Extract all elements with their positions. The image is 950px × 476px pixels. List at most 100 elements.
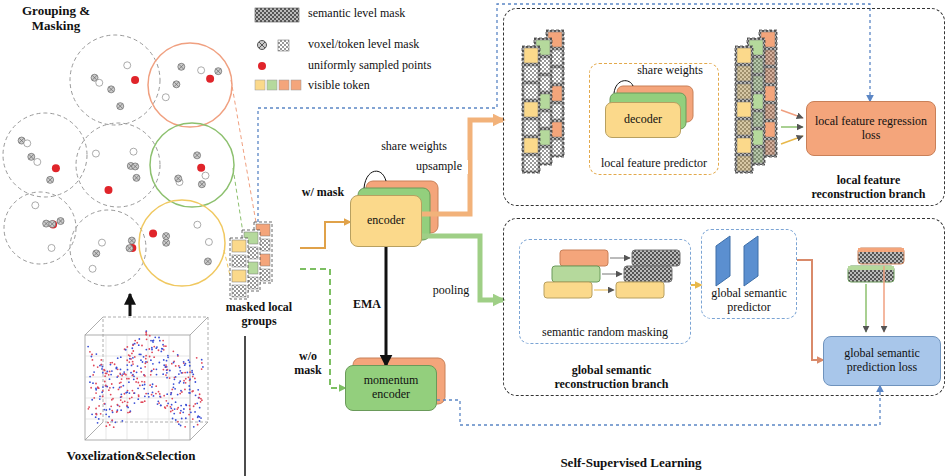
token-stack <box>180 410 182 412</box>
token-stack <box>232 255 246 267</box>
token-stack <box>166 369 168 371</box>
token-stack <box>166 393 168 395</box>
predictor-layer <box>716 236 730 286</box>
token-stack <box>96 414 98 416</box>
token-stack <box>98 418 100 420</box>
token-stack <box>112 398 114 400</box>
point-group <box>150 123 234 207</box>
token-stack <box>99 398 101 400</box>
token-stack <box>122 401 124 403</box>
token-stack <box>188 392 190 394</box>
token-stack <box>160 396 162 398</box>
token-stack <box>129 392 131 394</box>
token-stack <box>150 371 152 373</box>
predicted-token <box>858 248 904 252</box>
token-stack <box>152 341 154 343</box>
token-stack <box>232 285 246 297</box>
token-stack <box>179 380 181 382</box>
token-stack <box>87 408 89 410</box>
label-text: Voxelization&Selection <box>40 449 222 464</box>
token-stack <box>159 396 161 398</box>
token-stack <box>147 393 149 395</box>
token-stack <box>49 220 56 227</box>
predicted-token <box>848 266 894 282</box>
token-stack <box>137 365 139 367</box>
connector <box>300 222 350 248</box>
token-stack <box>137 382 139 384</box>
token-stack <box>118 389 120 391</box>
token-stack <box>108 416 110 418</box>
token-stack <box>198 181 205 188</box>
token-stack <box>189 389 191 391</box>
box-label: decoder <box>624 113 662 127</box>
token-stack <box>95 416 97 418</box>
token-stack <box>111 362 113 364</box>
token-stack <box>170 407 172 409</box>
predictor-layer <box>716 236 758 286</box>
token-stack <box>91 399 93 401</box>
token-stack <box>127 246 132 251</box>
token-stack <box>124 400 126 402</box>
predicted-token <box>858 248 904 264</box>
token-stack <box>181 418 183 420</box>
token-stack <box>134 175 139 180</box>
legend-text: visible token <box>308 79 370 93</box>
token-stack <box>185 404 187 406</box>
token-stack <box>197 164 205 172</box>
token-stack <box>173 386 175 388</box>
token-stack <box>164 234 169 239</box>
token-stack <box>173 383 175 385</box>
token-stack <box>101 364 103 366</box>
token-stack <box>150 374 152 376</box>
token-stack <box>148 348 150 350</box>
token-stack <box>200 401 202 403</box>
token-stack <box>189 365 191 367</box>
voxel-cube <box>85 335 190 440</box>
token-stack <box>132 374 134 376</box>
token-stack <box>161 348 163 350</box>
token-stack <box>92 382 94 384</box>
token-stack <box>116 404 118 406</box>
token-stack <box>177 354 179 356</box>
token-stack <box>117 404 119 406</box>
token-stack <box>52 164 60 172</box>
token-stack <box>29 154 34 159</box>
token-stack <box>189 378 191 380</box>
token-stack <box>134 402 136 404</box>
token-stack <box>204 258 211 265</box>
token-stack <box>737 66 751 81</box>
token-stack <box>109 408 111 410</box>
token-stack <box>106 335 107 440</box>
token-stack <box>136 342 138 344</box>
token-feature <box>610 258 630 259</box>
token-stack <box>131 396 133 398</box>
token-stack <box>177 421 179 423</box>
token-stack <box>151 347 153 349</box>
token-stack <box>137 387 139 389</box>
token-stack <box>138 353 140 355</box>
token-stack <box>119 387 121 389</box>
token-stack <box>194 381 196 383</box>
legend-swatch <box>278 40 289 51</box>
legend-swatch <box>258 41 267 50</box>
token-stack <box>132 350 134 352</box>
token-stack <box>95 387 97 389</box>
token-feature <box>624 266 672 282</box>
token-stack <box>134 392 136 394</box>
token-stack <box>170 406 172 408</box>
region-title: local feature reconstruction branch <box>801 174 936 202</box>
token-stack <box>162 348 164 350</box>
token-stack <box>124 62 131 69</box>
token-stack <box>201 362 203 364</box>
token-stack <box>163 345 165 347</box>
token-stack <box>171 404 173 406</box>
token-stack <box>524 138 538 153</box>
token-feature <box>616 282 664 298</box>
token-stack <box>106 385 108 387</box>
voxel-cube <box>190 317 208 335</box>
token-stack <box>156 346 158 348</box>
token-stack <box>116 366 118 368</box>
token-stack <box>105 372 107 374</box>
token-stack <box>169 370 171 372</box>
token-stack <box>175 401 177 403</box>
